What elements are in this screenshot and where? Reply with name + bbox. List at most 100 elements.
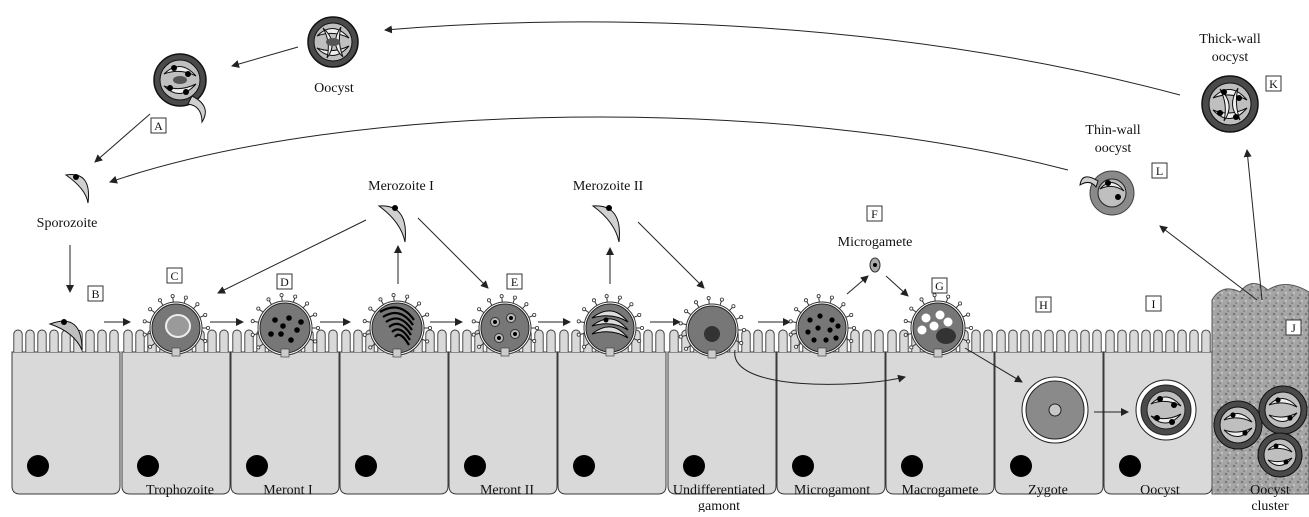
svg-text:L: L bbox=[1156, 164, 1163, 178]
zygote-graphic bbox=[1021, 376, 1089, 444]
label-microgamont: Microgamont bbox=[794, 483, 870, 498]
microvillus bbox=[669, 329, 679, 352]
microvillus bbox=[1044, 329, 1054, 352]
microvillus bbox=[49, 329, 59, 352]
cell-nucleus bbox=[1010, 455, 1032, 477]
microvillus bbox=[1056, 329, 1066, 352]
cell-nucleus bbox=[573, 455, 595, 477]
svg-text:C: C bbox=[170, 269, 178, 283]
microvillus bbox=[753, 329, 763, 352]
stage-box-k: K bbox=[1265, 75, 1282, 92]
top-labels: Oocyst Sporozoite Merozoite I Merozoite … bbox=[37, 32, 1261, 250]
microvillus bbox=[534, 329, 544, 352]
label-cluster-1: Oocyst bbox=[1250, 483, 1290, 498]
label-meront-2: Meront II bbox=[480, 483, 534, 498]
microvillus bbox=[13, 329, 23, 352]
thick-wall-oocyst-graphic bbox=[1201, 75, 1259, 133]
microvillus bbox=[1141, 329, 1151, 352]
label-merozoite-1: Merozoite I bbox=[368, 179, 434, 194]
cluster-oocysts-graphic bbox=[1213, 385, 1308, 478]
label-sporozoite: Sporozoite bbox=[37, 216, 98, 231]
svg-text:J: J bbox=[1291, 321, 1296, 335]
intracellular-oocyst-graphic bbox=[1135, 379, 1197, 441]
microvillus bbox=[971, 329, 981, 352]
intestinal-epithelium bbox=[11, 329, 1213, 495]
label-thin-wall-1: Thin-wall bbox=[1085, 123, 1140, 138]
svg-text:H: H bbox=[1039, 298, 1048, 312]
microvillus bbox=[232, 329, 242, 352]
stage-box-g: G bbox=[931, 277, 948, 294]
label-thin-wall-2: oocyst bbox=[1095, 141, 1132, 156]
microvillus bbox=[135, 329, 145, 352]
stage-box-a: A bbox=[150, 117, 167, 134]
oocyst-top-graphic bbox=[307, 16, 359, 68]
microvillus bbox=[778, 329, 788, 352]
label-undiff-2: gamont bbox=[698, 499, 740, 512]
label-trophozoite: Trophozoite bbox=[146, 483, 214, 498]
microvillus bbox=[353, 329, 363, 352]
meront-2-vacuole bbox=[471, 294, 540, 357]
svg-text:A: A bbox=[154, 119, 163, 133]
stage-box-h: H bbox=[1035, 296, 1052, 313]
stage-boxes: A B C D E F G H I J K L bbox=[87, 75, 1302, 336]
microvillus bbox=[1008, 329, 1018, 352]
microgamont-vacuole bbox=[788, 294, 857, 357]
svg-text:B: B bbox=[91, 287, 99, 301]
microvillus bbox=[983, 329, 993, 352]
microvillus bbox=[437, 329, 447, 352]
microvillus bbox=[207, 329, 217, 352]
label-thick-wall-2: oocyst bbox=[1212, 50, 1249, 65]
label-meront-1: Meront I bbox=[263, 483, 313, 498]
stage-box-d: D bbox=[276, 273, 293, 290]
epithelial-cell bbox=[667, 329, 777, 495]
microvillus bbox=[37, 329, 47, 352]
label-thick-wall-1: Thick-wall bbox=[1199, 32, 1261, 47]
life-cycle-arrows bbox=[66, 21, 1263, 416]
epithelial-cell bbox=[776, 329, 886, 495]
svg-text:K: K bbox=[1269, 77, 1278, 91]
cell-nucleus bbox=[464, 455, 486, 477]
microvillus bbox=[643, 329, 653, 352]
stage-box-f: F bbox=[866, 205, 883, 222]
microvillus bbox=[219, 329, 229, 352]
cell-nucleus bbox=[27, 455, 49, 477]
microvillus bbox=[862, 329, 872, 352]
macrogamete-vacuole bbox=[903, 293, 974, 358]
microvillus bbox=[765, 329, 775, 352]
svg-text:F: F bbox=[871, 207, 878, 221]
cell-nucleus bbox=[683, 455, 705, 477]
cell-nucleus bbox=[355, 455, 377, 477]
meront-2-mature-vacuole bbox=[576, 294, 645, 357]
meront-1-mature-vacuole bbox=[362, 293, 432, 358]
microvillus bbox=[874, 329, 884, 352]
microvillus bbox=[1153, 329, 1163, 352]
microvillus bbox=[123, 329, 133, 352]
stage-box-c: C bbox=[166, 267, 183, 284]
microvillus bbox=[109, 329, 119, 352]
microvillus bbox=[996, 329, 1006, 352]
microvillus bbox=[1092, 329, 1102, 352]
stage-box-j: J bbox=[1285, 319, 1302, 336]
microvillus bbox=[1117, 329, 1127, 352]
microvillus bbox=[559, 329, 569, 352]
label-merozoite-2: Merozoite II bbox=[573, 179, 644, 194]
microvillus bbox=[546, 329, 556, 352]
microvillus bbox=[25, 329, 35, 352]
cell-nucleus bbox=[901, 455, 923, 477]
svg-text:D: D bbox=[280, 275, 289, 289]
microvillus bbox=[316, 329, 326, 352]
microvillus bbox=[1032, 329, 1042, 352]
svg-text:E: E bbox=[511, 275, 518, 289]
microvillus bbox=[450, 329, 460, 352]
microvillus bbox=[1177, 329, 1187, 352]
stage-box-i: I bbox=[1145, 295, 1162, 312]
cell-nucleus bbox=[246, 455, 268, 477]
microgamete-graphic bbox=[869, 257, 881, 273]
microvillus bbox=[1068, 329, 1078, 352]
label-oocyst-top: Oocyst bbox=[314, 81, 354, 96]
parasitophorous-vacuoles bbox=[142, 293, 974, 359]
label-undiff-1: Undifferentiated bbox=[673, 483, 765, 498]
microvillus bbox=[850, 329, 860, 352]
